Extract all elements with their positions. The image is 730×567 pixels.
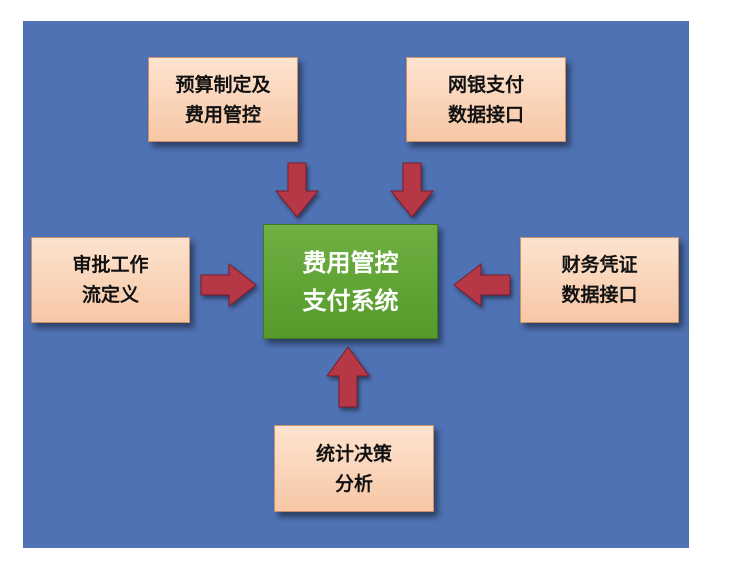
- node-approval-line1: 审批工作: [72, 254, 149, 276]
- arrow-budget-to-center: [274, 162, 320, 218]
- node-budget: 预算制定及 费用管控: [148, 57, 298, 142]
- node-approval-line2: 流定义: [81, 284, 139, 306]
- node-voucher: 财务凭证 数据接口: [520, 237, 679, 323]
- node-bank: 网银支付 数据接口: [406, 57, 566, 142]
- node-budget-line2: 费用管控: [184, 103, 261, 126]
- node-budget-line1: 预算制定及: [175, 73, 271, 96]
- node-voucher-line2: 数据接口: [561, 284, 638, 306]
- center-node-line1: 费用管控: [302, 248, 399, 277]
- node-stats: 统计决策 分析: [274, 425, 434, 512]
- node-bank-line2: 数据接口: [447, 103, 524, 126]
- node-stats-line2: 分析: [334, 472, 373, 495]
- node-voucher-line1: 财务凭证: [561, 254, 638, 276]
- node-approval: 审批工作 流定义: [31, 237, 190, 323]
- center-node: 费用管控 支付系统: [263, 224, 438, 339]
- arrow-voucher-to-center: [453, 262, 511, 308]
- node-stats-line1: 统计决策: [315, 442, 392, 465]
- node-bank-line1: 网银支付: [447, 73, 524, 96]
- center-node-line2: 支付系统: [302, 286, 399, 315]
- arrow-stats-to-center: [326, 346, 370, 408]
- arrow-bank-to-center: [389, 162, 435, 218]
- arrow-approval-to-center: [200, 262, 257, 308]
- arrows-layer: [200, 162, 511, 408]
- diagram-canvas: 预算制定及 费用管控 网银支付 数据接口 审批工作 流定义 财务凭证 数据接口 …: [23, 21, 689, 548]
